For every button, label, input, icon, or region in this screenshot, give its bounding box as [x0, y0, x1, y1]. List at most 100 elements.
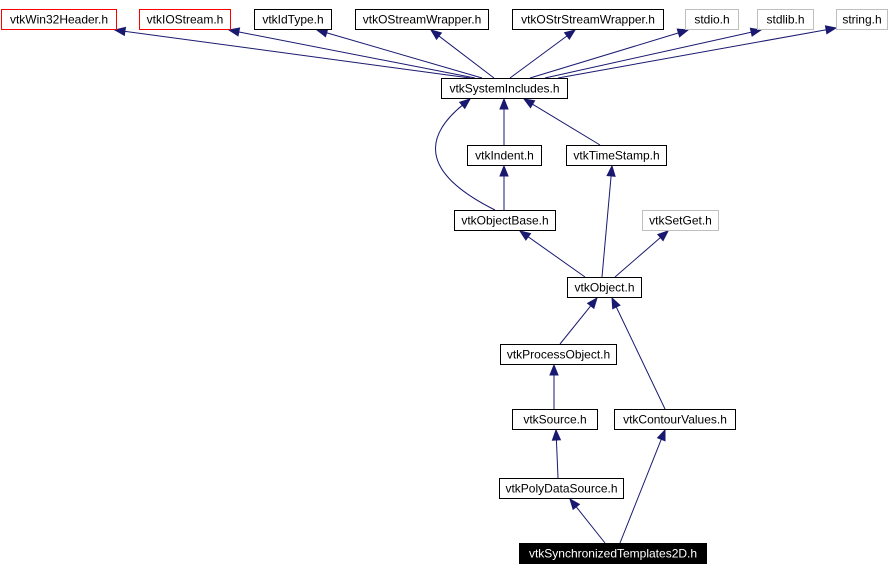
node-box	[355, 9, 489, 30]
edge-vtkSystemIncludes-to-vtkOStreamWrapper	[429, 29, 495, 79]
node-label: vtkSource.h	[523, 413, 586, 427]
node-label: vtkProcessObject.h	[507, 348, 610, 362]
arrowhead	[606, 164, 616, 177]
node-vtkObjectBase[interactable]: vtkObjectBase.h	[454, 210, 556, 231]
arrowhead	[113, 26, 127, 37]
node-vtkOStrStreamWrapper[interactable]: vtkOStrStreamWrapper.h	[512, 9, 664, 30]
edge-vtkSystemIncludes-to-stdlib	[544, 27, 763, 79]
arrowhead	[549, 363, 559, 376]
edge-vtkPolyDataSource-to-vtkSource	[551, 428, 562, 479]
edge-vtkObject-to-vtkTimeStamp	[601, 164, 616, 278]
node-label: vtkIOStream.h	[147, 13, 224, 27]
node-vtkSynchronizedTemplates2D[interactable]: vtkSynchronizedTemplates2D.h	[519, 543, 707, 564]
arrowhead	[522, 98, 536, 109]
arrowhead	[749, 27, 763, 37]
node-box	[519, 543, 707, 564]
node-box	[139, 9, 231, 30]
node-vtkOStreamWrapper[interactable]: vtkOStreamWrapper.h	[355, 9, 489, 30]
node-vtkIdType[interactable]: vtkIdType.h	[254, 9, 332, 30]
node-label: vtkContourValues.h	[623, 413, 727, 427]
arrowhead	[499, 97, 509, 110]
node-vtkSource[interactable]: vtkSource.h	[512, 409, 598, 430]
edge-vtkSystemIncludes-to-vtkIOStream	[227, 27, 476, 79]
arrowhead	[676, 28, 690, 38]
arrowhead	[499, 164, 509, 177]
node-box	[642, 210, 719, 231]
node-vtkIndent[interactable]: vtkIndent.h	[467, 145, 542, 166]
node-label: vtkOStrStreamWrapper.h	[521, 13, 655, 27]
node-box	[566, 145, 667, 166]
arrowhead	[429, 29, 443, 41]
edge-vtkSystemIncludes-to-vtkWin32Header	[113, 26, 471, 79]
edge-line	[325, 32, 483, 79]
node-label: vtkObject.h	[574, 281, 634, 295]
edge-line	[123, 30, 471, 79]
arrowhead	[611, 296, 621, 310]
node-box	[254, 9, 332, 30]
node-vtkPolyDataSource[interactable]: vtkPolyDataSource.h	[499, 478, 624, 499]
edge-vtkObject-to-vtkObjectBase	[518, 230, 586, 278]
node-box	[441, 78, 568, 99]
edge-line	[615, 305, 666, 410]
edge-vtkSynchronizedTemplates2D-to-vtkPolyDataSource	[569, 497, 606, 544]
node-box	[1, 9, 117, 30]
node-box	[454, 210, 556, 231]
node-box	[467, 145, 542, 166]
edge-line	[555, 438, 559, 479]
edge-vtkTimeStamp-to-vtkSystemIncludes	[522, 98, 601, 146]
node-vtkWin32Header[interactable]: vtkWin32Header.h	[1, 9, 117, 30]
node-box	[512, 409, 598, 430]
node-label: vtkSetGet.h	[649, 214, 712, 228]
node-box	[836, 9, 888, 30]
node-vtkTimeStamp[interactable]: vtkTimeStamp.h	[566, 145, 667, 166]
arrowhead	[586, 296, 598, 310]
node-box	[512, 9, 664, 30]
edge-line	[544, 31, 753, 79]
edge-line	[237, 31, 476, 79]
nodes-layer: vtkWin32Header.h vtkIOStream.h vtkIdType.h…	[1, 9, 888, 564]
edge-line	[614, 236, 662, 278]
node-vtkSetGet: vtkSetGet.h	[642, 210, 719, 231]
arrowhead	[518, 230, 532, 241]
node-vtkSystemIncludes[interactable]: vtkSystemIncludes.h	[441, 78, 568, 99]
node-label: vtkIndent.h	[475, 149, 534, 163]
edges-layer	[113, 25, 838, 544]
edge-line	[559, 304, 592, 345]
node-label: vtkWin32Header.h	[10, 13, 108, 27]
edge-line	[435, 104, 496, 211]
edge-line	[619, 438, 663, 544]
edge-vtkContourValues-to-vtkObject	[611, 296, 666, 410]
node-label: vtkSynchronizedTemplates2D.h	[529, 547, 697, 561]
arrowhead	[656, 230, 670, 242]
node-vtkIOStream[interactable]: vtkIOStream.h	[139, 9, 231, 30]
node-label: stdio.h	[694, 13, 729, 27]
arrowhead	[315, 28, 329, 38]
node-label: vtkOStreamWrapper.h	[363, 13, 482, 27]
edge-vtkSystemIncludes-to-string	[557, 25, 838, 79]
edge-line	[575, 505, 606, 544]
node-label: vtkSystemIncludes.h	[449, 82, 559, 96]
edge-vtkObjectBase-to-vtkIndent	[499, 164, 509, 210]
node-vtkProcessObject[interactable]: vtkProcessObject.h	[500, 344, 617, 365]
node-box	[499, 478, 624, 499]
edge-vtkSystemIncludes-to-vtkOStrStreamWrapper	[509, 29, 577, 79]
node-label: vtkIdType.h	[262, 13, 323, 27]
arrowhead	[656, 428, 666, 442]
edge-vtkSource-to-vtkProcessObject	[549, 363, 559, 409]
edge-vtkObject-to-vtkSetGet	[614, 230, 670, 278]
arrowhead	[458, 98, 472, 110]
edge-vtkSystemIncludes-to-stdio	[529, 28, 690, 79]
node-label: stdlib.h	[766, 13, 804, 27]
node-vtkObject[interactable]: vtkObject.h	[567, 277, 642, 298]
edge-line	[437, 35, 495, 79]
edge-line	[527, 235, 586, 278]
arrowhead	[824, 25, 838, 35]
node-label: vtkObjectBase.h	[461, 214, 548, 228]
edge-line	[531, 103, 601, 146]
node-box	[685, 9, 739, 30]
node-vtkContourValues[interactable]: vtkContourValues.h	[614, 409, 736, 430]
arrowhead	[227, 27, 241, 37]
arrowhead	[551, 428, 562, 441]
edge-vtkObjectBase-to-vtkSystemIncludes	[435, 98, 496, 211]
